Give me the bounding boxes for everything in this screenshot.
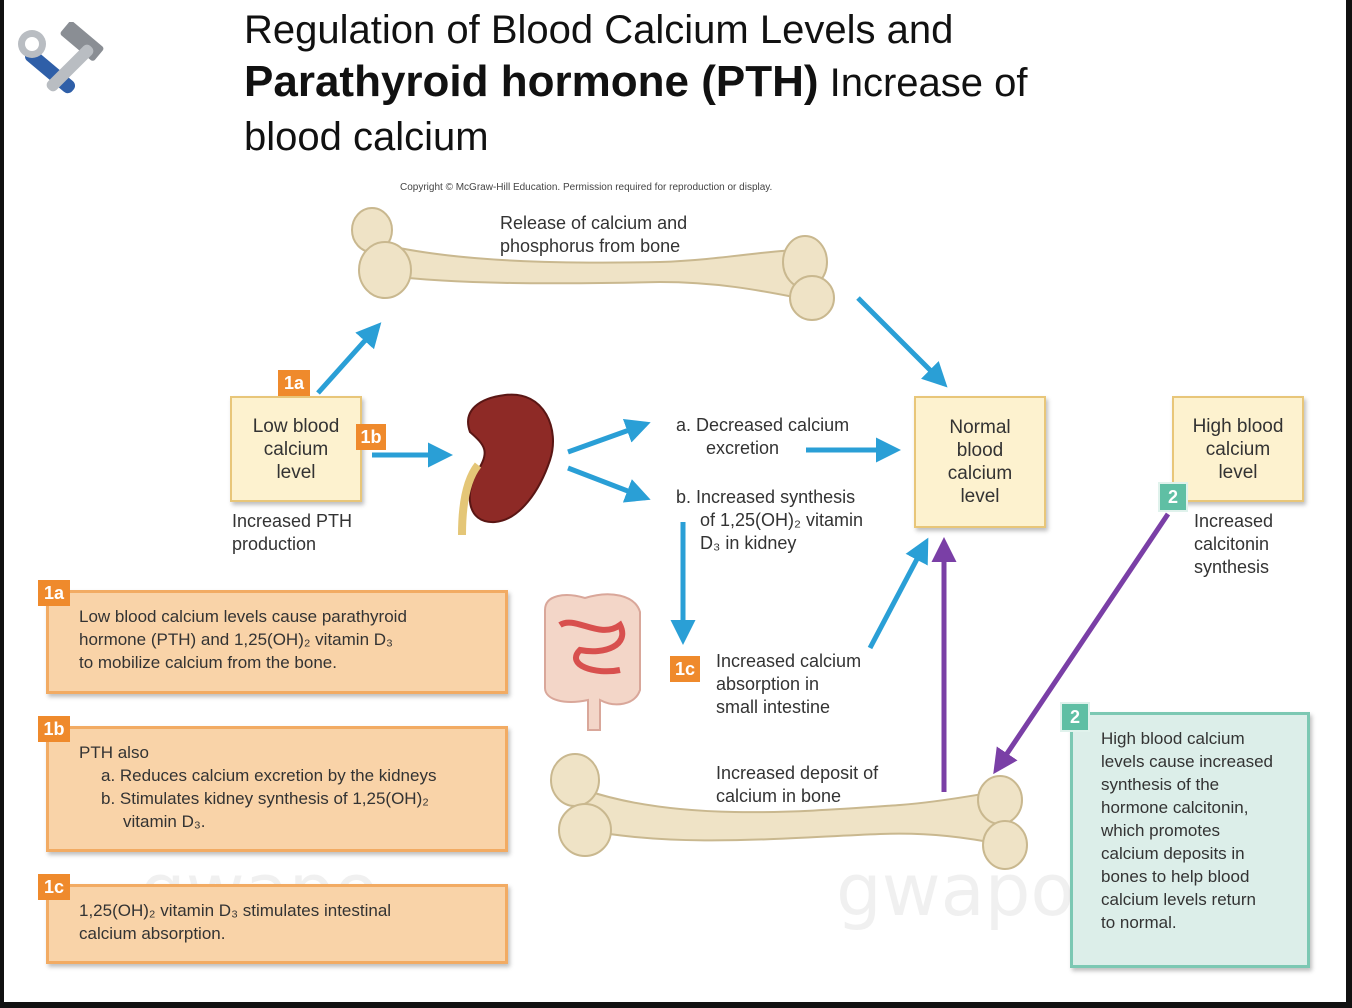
- note-1a-badge: 1a: [38, 580, 70, 606]
- note-1b-badge: 1b: [38, 716, 70, 742]
- note-1c-badge: 1c: [38, 874, 70, 900]
- step-badge-1c: 1c: [670, 656, 700, 682]
- title-bold-part: Parathyroid hormone (PTH): [244, 57, 819, 106]
- note-1b: PTH also a. Reduces calcium excretion by…: [46, 726, 508, 852]
- slide-title: Regulation of Blood Calcium Levels and P…: [244, 6, 1144, 163]
- note-2: High blood calcium levels cause increase…: [1070, 712, 1310, 968]
- normal-calcium-box: Normal blood calcium level: [914, 396, 1046, 528]
- bottom-border: [0, 1002, 1352, 1008]
- high-calcium-box: High blood calcium level: [1172, 396, 1304, 502]
- bone-deposit-label: Increased deposit of calcium in bone: [716, 763, 879, 806]
- title-line-3: blood calcium: [244, 115, 489, 159]
- note-2-badge: 2: [1060, 702, 1090, 732]
- watermark-right: gwapo: [836, 848, 1075, 932]
- title-line-2: Parathyroid hormone (PTH) Increase of: [244, 54, 1144, 111]
- tools-icon[interactable]: [10, 22, 110, 114]
- title-line-1: Regulation of Blood Calcium Levels and: [244, 8, 954, 52]
- low-calcium-box: Low blood calcium level: [230, 396, 362, 502]
- intestine-illustration: [544, 593, 641, 731]
- title-rest-part: Increase of: [818, 61, 1028, 105]
- note-1a: Low blood calcium levels cause parathyro…: [46, 590, 508, 694]
- decreased-excretion-label: a. Decreased calcium excretion: [676, 415, 850, 458]
- left-border: [0, 0, 4, 1008]
- top-bone: [351, 207, 835, 321]
- step-badge-2-diagram: 2: [1158, 482, 1188, 512]
- increased-synthesis-label: b. Increased synthesis of 1,25(OH)₂ vita…: [676, 487, 864, 553]
- right-border: [1346, 0, 1352, 1008]
- intestine-absorption-label: Increased calcium absorption in small in…: [716, 651, 862, 717]
- calcitonin-label: Increased calcitonin synthesis: [1194, 511, 1274, 577]
- bottom-bone: [550, 753, 1028, 870]
- note-1c: 1,25(OH)₂ vitamin D₃ stimulates intestin…: [46, 884, 508, 964]
- step-badge-1a: 1a: [278, 370, 310, 396]
- kidney-illustration: [458, 393, 554, 536]
- pth-production-label: Increased PTH production: [232, 511, 353, 554]
- step-badge-1b: 1b: [356, 424, 386, 450]
- bone-release-label: Release of calcium and phosphorus from b…: [500, 213, 688, 256]
- copyright-notice: Copyright © McGraw-Hill Education. Permi…: [400, 182, 773, 193]
